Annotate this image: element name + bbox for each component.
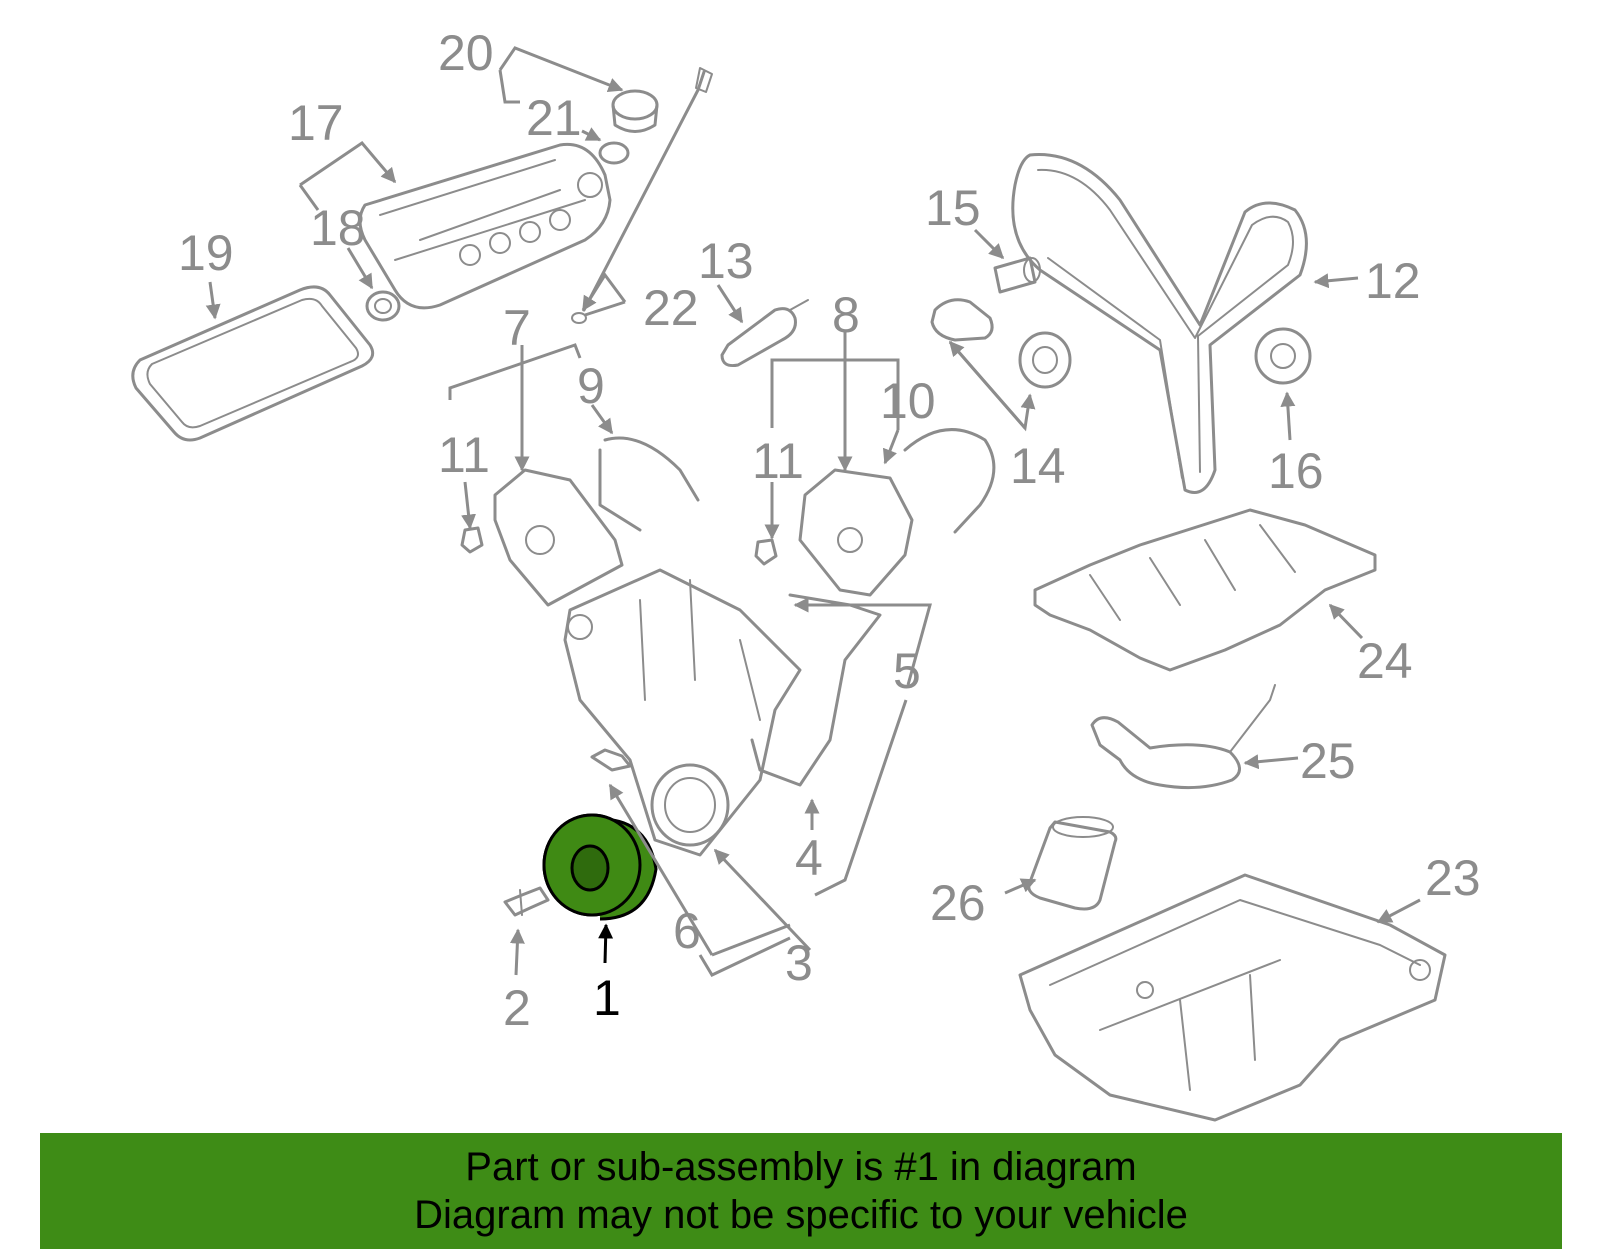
callout-6: 6	[673, 903, 701, 959]
callout-21: 21	[526, 90, 582, 146]
callout-10: 10	[880, 373, 936, 429]
info-banner: Part or sub-assembly is #1 in diagram Di…	[40, 1133, 1562, 1249]
callout-26: 26	[930, 875, 986, 931]
callout-19: 19	[178, 225, 234, 281]
valve-cover-gasket-part-19	[131, 285, 375, 442]
callout-2: 2	[503, 980, 531, 1036]
timing-belt-part-12	[1011, 153, 1308, 494]
callout-24: 24	[1357, 633, 1413, 689]
callout-11-left: 11	[438, 427, 490, 483]
leader-lines	[205, 46, 1421, 977]
timing-cover-part-8	[798, 468, 914, 597]
callout-14: 14	[1010, 438, 1066, 494]
callout-23: 23	[1425, 850, 1481, 906]
callout-16: 16	[1268, 443, 1324, 499]
seal-part-10	[903, 428, 996, 534]
timing-cover-part-7	[493, 468, 624, 607]
callout-1: 1	[593, 970, 621, 1026]
timing-case-part-3	[563, 568, 802, 857]
oil-strainer-part-25	[1090, 684, 1276, 790]
crankshaft-pulley-part-1	[542, 813, 658, 921]
tensioner-part-14	[930, 298, 1072, 389]
callout-17: 17	[288, 95, 344, 151]
seal-part-9	[598, 436, 700, 532]
idler-pulley-part-16	[1254, 327, 1312, 385]
oil-pan-part-23	[1018, 873, 1447, 1122]
callout-18: 18	[310, 200, 366, 256]
oil-filter-part-26	[1027, 816, 1118, 911]
parts-diagram: 1 2 3 4 5 6 7 8 9 10 11 11 12 13 14 15 1…	[131, 25, 1481, 1122]
callout-13: 13	[698, 233, 754, 289]
bolt-part-2	[503, 886, 550, 917]
sensor-part-13	[720, 299, 809, 367]
banner-line-part: Part or sub-assembly is #1 in diagram	[465, 1145, 1137, 1189]
o-ring-part-21	[598, 141, 630, 165]
gasket-part-4	[750, 593, 882, 787]
dipstick-part-22	[571, 67, 713, 324]
bolt-part-11-right	[754, 538, 778, 566]
baffle-part-24	[1033, 508, 1377, 672]
callout-22: 22	[643, 280, 699, 336]
callout-12: 12	[1365, 253, 1421, 309]
banner-line-disclaimer: Diagram may not be specific to your vehi…	[414, 1193, 1188, 1237]
dowel-part-6	[590, 748, 632, 772]
callout-25: 25	[1300, 733, 1356, 789]
callout-3: 3	[785, 935, 813, 991]
callout-20: 20	[438, 25, 494, 81]
callout-5: 5	[893, 643, 921, 699]
callout-labels: 1 2 3 4 5 6 7 8 9 10 11 11 12 13 14 15 1…	[178, 25, 1481, 1036]
callout-4: 4	[795, 830, 823, 886]
bolt-part-11-left	[460, 526, 484, 554]
callout-9: 9	[577, 358, 605, 414]
seal-part-18	[365, 290, 401, 322]
callout-15: 15	[925, 180, 981, 236]
oil-cap-part-20	[611, 89, 659, 133]
callout-8: 8	[832, 287, 860, 343]
callout-7: 7	[503, 300, 531, 356]
callout-11-right: 11	[752, 433, 804, 489]
valve-cover-part-17	[358, 142, 612, 310]
